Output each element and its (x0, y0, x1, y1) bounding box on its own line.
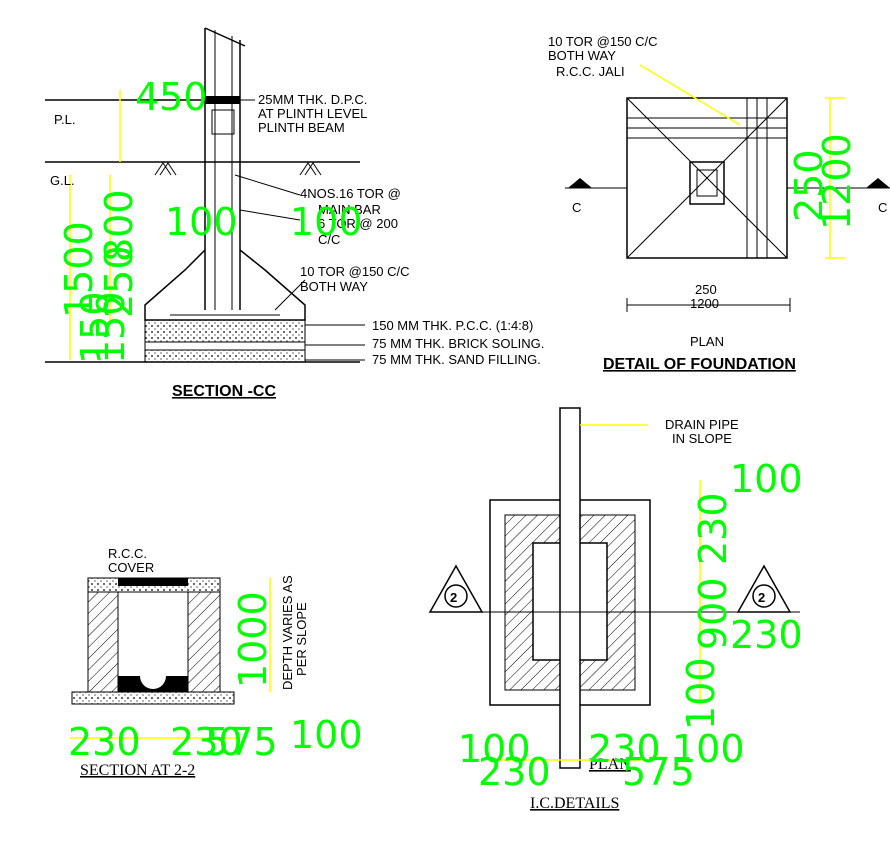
foundation-plan-label: PLAN (690, 334, 724, 349)
ties-label: 6 TOR @ 200 (318, 216, 398, 231)
brick-layer (144, 341, 306, 351)
dim-100-b: 100 (290, 200, 363, 244)
ties-leader (239, 209, 301, 221)
ic-details: 2 2 DRAIN PIPE IN SLOPE PLAN I.C.DETAILS… (428, 407, 803, 812)
dim-150-a: 150 (73, 291, 117, 364)
base-slab (71, 691, 235, 705)
mesh-label: 10 TOR @150 C/C (300, 264, 410, 279)
jali-note-2: BOTH WAY (548, 48, 616, 63)
dim-150-b: 150 (89, 291, 133, 364)
marker-left-circle (444, 584, 468, 608)
w1200-label: 1200 (690, 296, 719, 311)
dim-575-ic: 575 (622, 750, 695, 794)
cover-label-2: COVER (108, 560, 154, 575)
column-box (689, 161, 725, 205)
sand-layer (144, 349, 306, 363)
c-right-label: C (878, 200, 887, 215)
footing-outline (144, 249, 306, 321)
drain-label-2: IN SLOPE (672, 431, 732, 446)
section-cc: P.L. G.L. 25MM THK. D.P.C. AT PLINTH LEV… (45, 27, 544, 400)
column-rebar (696, 169, 718, 197)
pcc-label: 150 MM THK. P.C.C. (1:4:8) (372, 318, 533, 333)
dim-100-v: 100 (679, 657, 723, 730)
dim-100-a: 100 (165, 200, 238, 244)
c-left-label: C (572, 200, 581, 215)
dim-575: 575 (205, 720, 278, 764)
w250-label: 250 (695, 282, 717, 297)
dim-1000: 1000 (231, 591, 275, 688)
mainbar-leader (234, 174, 301, 196)
dpc-label: 25MM THK. D.P.C. (258, 92, 367, 107)
jali-note-3: R.C.C. JALI (556, 64, 625, 79)
section-2-2: R.C.C. COVER DEPTH VARIES AS PER SLOPE S… (68, 546, 363, 779)
rcc-cover (118, 578, 188, 586)
marker-right-icon (736, 564, 792, 613)
section-22-title: SECTION AT 2-2 (80, 762, 195, 779)
dim-450: 450 (135, 75, 208, 119)
brick-label: 75 MM THK. BRICK SOLING. (372, 336, 544, 351)
dim-250: 250 (97, 245, 141, 318)
jali-note-1: 10 TOR @150 C/C (548, 34, 658, 49)
main-bar-label-2: MAIN BAR (318, 202, 381, 217)
gl-label: G.L. (50, 173, 75, 188)
dim-900: 900 (691, 577, 735, 650)
dim-100-top: 100 (730, 457, 803, 501)
pcc-layer (144, 319, 306, 343)
section-cc-title: SECTION -CC (172, 383, 276, 400)
dim-230-b-ic: 230 (588, 727, 661, 771)
drain-label-1: DRAIN PIPE (665, 417, 739, 432)
marker-left-label: 2 (450, 590, 457, 605)
benching (118, 676, 188, 692)
section-arrow-left-icon (568, 178, 592, 188)
plinth-level-label: AT PLINTH LEVEL (258, 106, 367, 121)
footing-square (626, 97, 788, 259)
dim-230-a-ic: 230 (478, 750, 551, 794)
ties-label-2: C/C (318, 232, 340, 247)
sand-label: 75 MM THK. SAND FILLING. (372, 352, 541, 367)
dim-230-v: 230 (691, 492, 735, 565)
dim-100-a-ic: 100 (458, 727, 531, 771)
pl-label: P.L. (54, 112, 75, 127)
dim-100: 100 (290, 713, 363, 757)
drain-pipe (559, 407, 581, 769)
jali-leader (639, 64, 741, 126)
dim-250-plan: 250 (787, 149, 831, 222)
wall-right (187, 591, 221, 693)
ic-title: I.C.DETAILS (530, 795, 619, 812)
wall-left (87, 591, 119, 693)
foundation-title: DETAIL OF FOUNDATION (603, 356, 796, 373)
dim-1500: 1500 (57, 221, 101, 318)
marker-right-label: 2 (758, 590, 765, 605)
main-bar-label: 4NOS.16 TOR @ (300, 186, 401, 201)
dim-100-b-ic: 100 (672, 727, 745, 771)
section-arrow-right-icon (866, 178, 890, 188)
marker-right-circle (752, 584, 776, 608)
mesh-leader (274, 279, 306, 311)
foundation-plan: C C 250 1200 10 TOR @150 C/C BOTH WAY R.… (548, 34, 890, 373)
dim-230-b: 230 (170, 720, 243, 764)
plinth-beam (211, 109, 235, 135)
grass-right-icon (299, 162, 322, 176)
grass-left-icon (154, 162, 177, 176)
plinth-beam-label: PLINTH BEAM (258, 120, 345, 135)
marker-left-icon (428, 564, 484, 613)
dim-1200-plan: 1200 (815, 133, 859, 230)
dim-800: 800 (97, 189, 141, 262)
depth-label-1: DEPTH VARIES AS (280, 575, 295, 690)
depth-label-2: PER SLOPE (294, 602, 309, 676)
dpc-band (205, 96, 240, 104)
dim-230-a: 230 (68, 720, 141, 764)
cover-label-1: R.C.C. (108, 546, 147, 561)
mesh-label-2: BOTH WAY (300, 279, 368, 294)
ic-plan-label: PLAN (589, 756, 631, 773)
column-break (204, 27, 246, 47)
dim-230-r: 230 (730, 613, 803, 657)
diag-2 (626, 97, 788, 259)
